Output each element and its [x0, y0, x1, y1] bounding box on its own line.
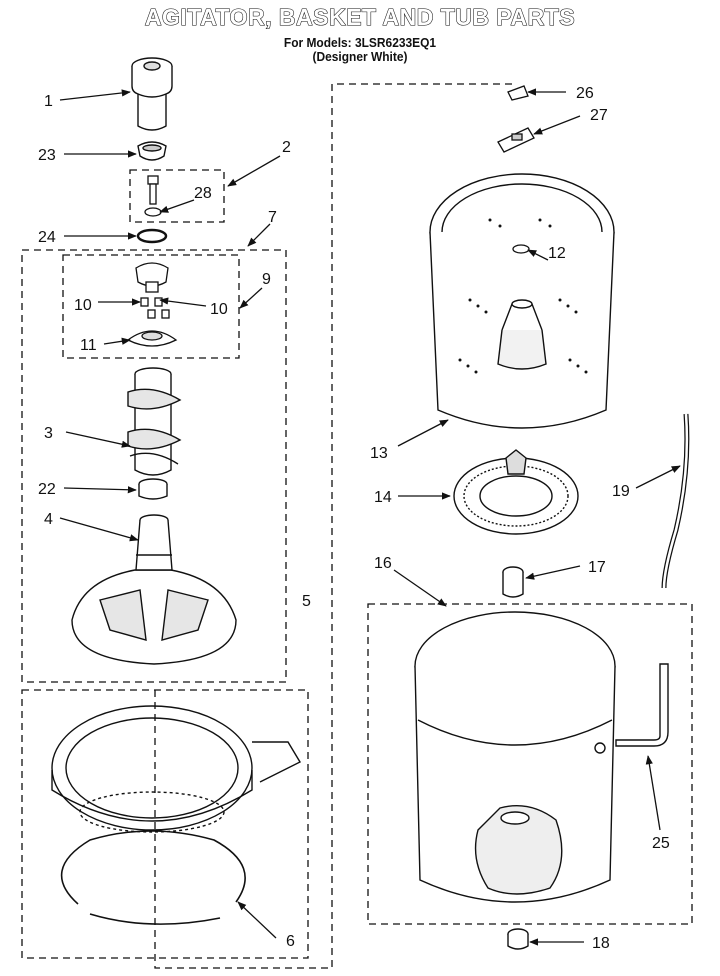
group-box-7 [21, 249, 287, 683]
leader-10-right [159, 297, 207, 307]
callout-10-left: 10 [74, 297, 92, 314]
group-box-16 [367, 603, 693, 925]
part-5-tub-ring [51, 705, 301, 833]
leader-2 [227, 155, 281, 187]
callout-13: 13 [370, 445, 388, 462]
part-17-coupling [502, 566, 524, 598]
leader-16 [393, 569, 447, 607]
callout-14: 14 [374, 489, 392, 506]
part-16-outer-tub [414, 611, 616, 903]
callout-2: 2 [282, 139, 291, 156]
callout-19: 19 [612, 483, 630, 500]
leader-22 [63, 486, 137, 494]
basket-perforations [458, 218, 588, 374]
diagram-title: AGITATOR, BASKET AND TUB PARTS [144, 3, 576, 30]
part-24-ring [136, 228, 168, 244]
leader-12 [527, 249, 549, 261]
diagram-subtitle: For Models: 3LSR6233EQ1 (Designer White) [0, 36, 720, 64]
leader-6 [237, 901, 277, 939]
callout-27: 27 [590, 107, 608, 124]
callout-6: 6 [286, 933, 295, 950]
leader-19 [635, 465, 681, 489]
part-28-bolt [144, 175, 162, 217]
callout-16: 16 [374, 555, 392, 572]
callout-26: 26 [576, 85, 594, 102]
leader-13 [397, 419, 449, 447]
leader-17 [525, 565, 581, 580]
group-box-9 [62, 254, 240, 359]
callout-11: 11 [80, 337, 97, 354]
callout-28: 28 [194, 185, 212, 202]
part-18-nut [507, 928, 529, 950]
callout-17: 17 [588, 559, 606, 576]
callout-numbers: 1 23 2 28 24 7 9 10 10 11 3 22 4 5 6 26 … [38, 85, 670, 952]
callout-1: 1 [44, 93, 53, 110]
leader-9 [239, 287, 263, 309]
part-9-cam-assembly [126, 262, 178, 347]
part-27-bracket [497, 127, 535, 153]
color-line: (Designer White) [312, 49, 408, 64]
callout-5: 5 [302, 593, 311, 610]
part-25-drain-hose [594, 663, 669, 754]
callout-24: 24 [38, 229, 56, 246]
group-box-2 [129, 169, 225, 223]
part-13-basket [429, 173, 615, 429]
part-12-nut [512, 244, 530, 254]
callout-4: 4 [44, 511, 53, 528]
part-1-agitator-cap [131, 57, 173, 131]
callout-3: 3 [44, 425, 53, 442]
callout-12: 12 [548, 245, 566, 262]
callout-22: 22 [38, 481, 56, 498]
leader-arrows [59, 88, 681, 946]
part-4-agitator-base [71, 514, 237, 665]
callout-23: 23 [38, 147, 56, 164]
leader-7 [247, 223, 271, 247]
leader-1 [59, 89, 131, 101]
callout-18: 18 [592, 935, 610, 952]
part-26-clip [507, 85, 529, 101]
part-14-hub [453, 449, 579, 535]
leader-25 [645, 755, 661, 831]
part-23-seal [137, 141, 167, 161]
callout-25: 25 [652, 835, 670, 852]
dashed-center-line [154, 83, 512, 969]
callout-10-right: 10 [210, 301, 228, 318]
group-box-5 [21, 689, 309, 959]
leader-4 [59, 517, 139, 542]
models-line: For Models: 3LSR6233EQ1 [283, 35, 437, 50]
part-22-bearing [138, 478, 168, 500]
part-3-auger [127, 367, 182, 476]
part-6-clamp-ring [60, 830, 246, 925]
callout-9: 9 [262, 271, 271, 288]
leader-11 [103, 337, 131, 345]
leader-3 [65, 431, 131, 448]
callout-7: 7 [268, 209, 277, 226]
leader-28 [159, 199, 195, 213]
leader-27 [533, 115, 581, 135]
